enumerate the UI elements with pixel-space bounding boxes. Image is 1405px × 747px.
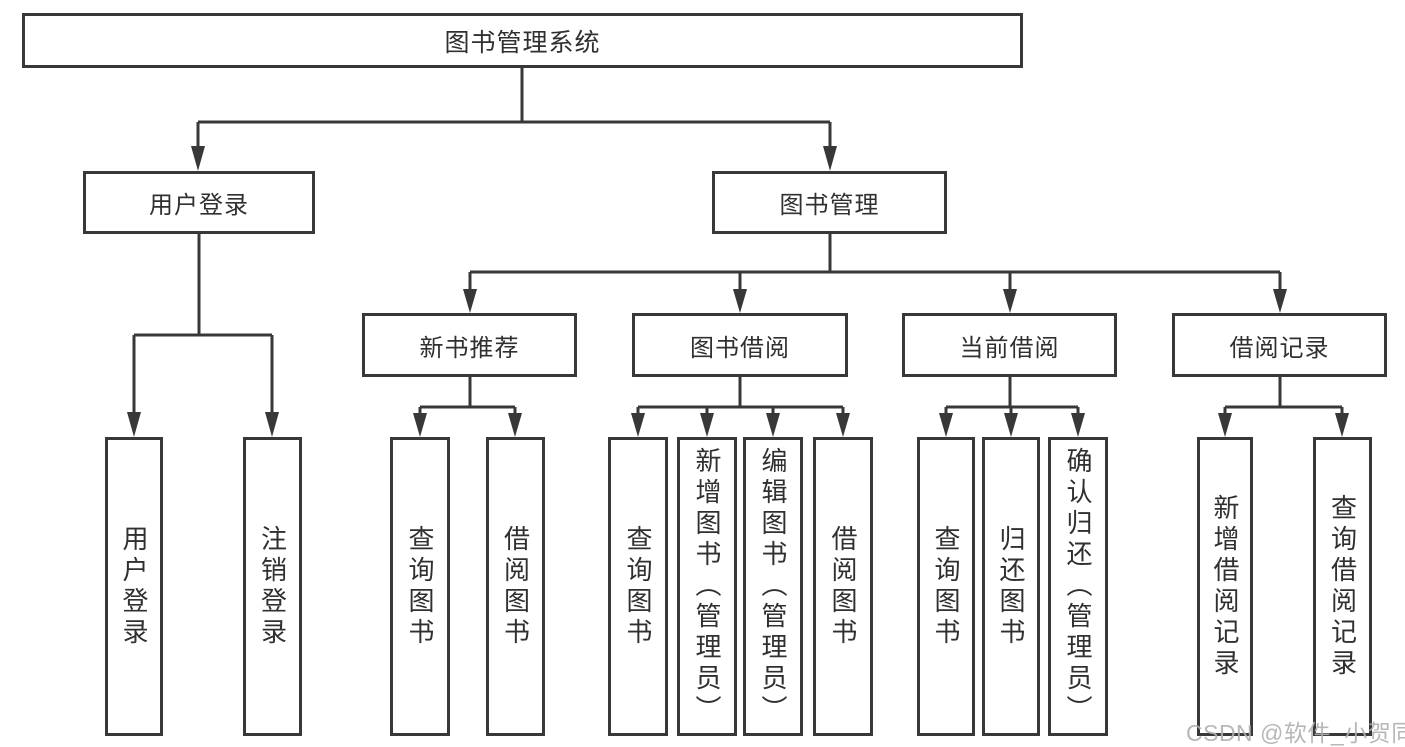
connector-borrow-to-leaves: [631, 377, 850, 437]
node-book-borrow-label: 图书借阅: [690, 334, 790, 362]
connector-recommend-to-leaves: [413, 377, 522, 437]
leaf-borrow-books-label: 借阅图书: [828, 524, 858, 649]
node-current-borrow: 当前借阅: [902, 313, 1117, 377]
arrowhead: [733, 289, 747, 313]
arrowhead: [939, 413, 953, 437]
leaf-query-books-current-label: 查询图书: [931, 524, 961, 649]
node-book-management-label: 图书管理: [779, 192, 880, 219]
node-root: 图书管理系统: [22, 13, 1023, 68]
csdn-watermark: CSDN @软件_小贺同学: [1186, 720, 1405, 746]
leaf-user-login-label: 用户登录: [119, 524, 149, 649]
arrowhead: [413, 413, 427, 437]
leaf-edit-books-admin-label: 编辑图书（管理员）: [758, 447, 788, 726]
leaf-query-books-current: 查询图书: [917, 437, 975, 736]
arrowhead: [836, 413, 850, 437]
connector-records-to-leaves: [1218, 377, 1349, 437]
arrowhead: [1218, 413, 1232, 437]
arrowhead: [463, 289, 477, 313]
arrowhead: [1004, 413, 1018, 437]
leaf-borrow-books-recommend-label: 借阅图书: [500, 524, 531, 649]
leaf-query-books-borrow-label: 查询图书: [623, 524, 653, 649]
node-user-login-label: 用户登录: [149, 192, 249, 219]
leaf-confirm-return-admin-label: 确认归还（管理员）: [1063, 447, 1093, 726]
leaf-return-books: 归还图书: [982, 437, 1040, 736]
arrowhead: [265, 412, 279, 437]
node-current-borrow-label: 当前借阅: [959, 334, 1060, 362]
leaf-query-borrow-record-label: 查询借阅记录: [1327, 493, 1358, 680]
node-borrow-records-label: 借阅记录: [1229, 334, 1330, 362]
arrowhead: [191, 146, 205, 171]
node-root-label: 图书管理系统: [444, 28, 601, 57]
node-new-book-recommend-label: 新书推荐: [419, 334, 520, 362]
node-borrow-records: 借阅记录: [1172, 313, 1387, 377]
arrowhead: [1273, 289, 1287, 313]
connector-user-login-to-leaves: [127, 234, 279, 437]
leaf-query-books-recommend-label: 查询图书: [405, 524, 435, 649]
arrowhead: [1071, 413, 1085, 437]
connector-current-to-leaves: [939, 377, 1085, 437]
leaf-confirm-return-admin: 确认归还（管理员）: [1048, 437, 1108, 736]
arrowhead: [1003, 289, 1017, 313]
arrowhead: [823, 146, 837, 171]
arrowhead: [766, 413, 780, 437]
leaf-add-borrow-record: 新增借阅记录: [1197, 437, 1253, 736]
node-new-book-recommend: 新书推荐: [362, 313, 577, 377]
arrowhead: [1335, 413, 1349, 437]
leaf-user-login: 用户登录: [105, 437, 163, 736]
arrowhead: [127, 412, 141, 437]
leaf-logout: 注销登录: [243, 437, 302, 736]
arrowhead: [631, 413, 645, 437]
leaf-query-borrow-record: 查询借阅记录: [1313, 437, 1372, 736]
leaf-borrow-books: 借阅图书: [813, 437, 873, 736]
arrowhead: [700, 413, 714, 437]
leaf-edit-books-admin: 编辑图书（管理员）: [743, 437, 803, 736]
node-book-borrow: 图书借阅: [632, 313, 848, 377]
leaf-borrow-books-recommend: 借阅图书: [486, 437, 545, 736]
leaf-query-books-recommend: 查询图书: [390, 437, 450, 736]
connector-root-to-level2: [191, 68, 837, 171]
node-book-management: 图书管理: [712, 171, 947, 234]
leaf-add-books-admin-label: 新增图书（管理员）: [692, 447, 722, 726]
leaf-logout-label: 注销登录: [257, 524, 288, 649]
leaf-add-books-admin: 新增图书（管理员）: [677, 437, 737, 736]
leaf-query-books-borrow: 查询图书: [608, 437, 668, 736]
leaf-add-borrow-record-label: 新增借阅记录: [1210, 493, 1240, 680]
leaf-return-books-label: 归还图书: [996, 524, 1026, 649]
node-user-login: 用户登录: [83, 171, 315, 234]
connector-book-management-to-level3: [463, 234, 1287, 313]
arrowhead: [508, 413, 522, 437]
